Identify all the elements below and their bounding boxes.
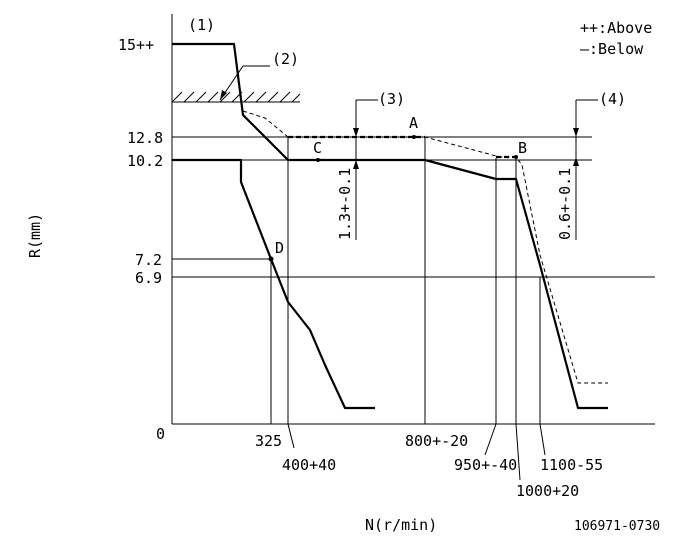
y-tick-10-2: 10.2: [127, 152, 163, 170]
dim-4-arrow-top: [573, 128, 579, 137]
point-c-marker: [316, 158, 320, 162]
stopper-hatching: [171, 91, 301, 103]
point-d-marker: [268, 256, 274, 262]
x-tick-800: 800+-20: [405, 432, 468, 450]
y-tick-12-8: 12.8: [127, 129, 163, 147]
y-tick-7-2: 7.2: [135, 251, 162, 269]
tick-leader-950: [484, 423, 497, 456]
dim-4-arrow-bottom: [573, 157, 579, 166]
x-tick-950: 950+-40: [454, 456, 517, 474]
y-axis-title: R(mm): [26, 213, 44, 258]
callout-3: (3): [378, 90, 405, 108]
point-a-label: A: [409, 114, 418, 132]
dim-3-arrow-bottom: [353, 160, 359, 169]
legend-above: ++:Above: [580, 19, 652, 37]
x-tick-400: 400+40: [282, 456, 336, 474]
x-tick-325: 325: [255, 432, 282, 450]
callout-4: (4): [599, 90, 626, 108]
point-a-marker: [412, 135, 416, 139]
tick-leader-400: [287, 423, 295, 449]
point-c-label: C: [313, 139, 322, 157]
point-b-label: B: [518, 139, 527, 157]
point-d-label: D: [275, 239, 284, 257]
legend-below: —:Below: [580, 40, 644, 58]
y-tick-6-9: 6.9: [135, 269, 162, 287]
leader-2-arrow: [220, 90, 227, 100]
dimension-3-text: 1.3+-0.1: [336, 168, 354, 240]
dim-3-arrow-top: [353, 128, 359, 137]
x-tick-1100: 1100-55: [540, 456, 603, 474]
tick-leader-1000: [515, 423, 521, 481]
x-axis-title: N(r/min): [365, 516, 437, 534]
figure-id: 106971-0730: [574, 519, 660, 534]
y-tick-15: 15++: [118, 36, 154, 54]
dimension-4-text: 0.6+-0.1: [556, 168, 574, 240]
callout-1: (1): [188, 16, 215, 34]
y-tick-0: 0: [156, 425, 165, 443]
main-curve: [172, 42, 608, 410]
tick-leader-1100: [539, 423, 546, 456]
lower-curve: [172, 158, 375, 410]
x-tick-1000: 1000+20: [516, 482, 579, 500]
point-b-marker: [514, 155, 518, 159]
callout-2: (2): [272, 50, 299, 68]
leader-2: [219, 65, 270, 101]
